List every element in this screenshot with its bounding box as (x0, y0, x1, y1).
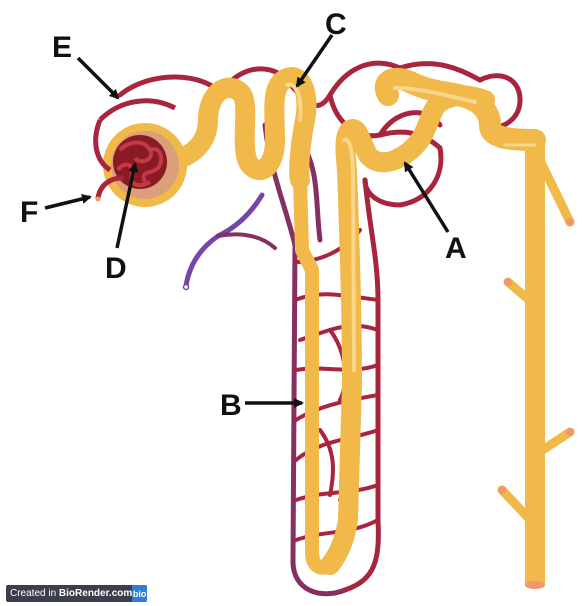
label-arrows (44, 34, 450, 408)
label-E: E (52, 31, 72, 64)
label-A: A (445, 232, 467, 265)
arrow-A (403, 161, 450, 233)
collecting-duct (497, 140, 575, 589)
arrow-F (44, 194, 92, 210)
biorender-badge[interactable]: Created in BioRender.com bio (6, 585, 147, 602)
badge-text: Created in BioRender.com (10, 588, 133, 599)
label-B: B (220, 389, 242, 422)
label-C: C (325, 8, 347, 41)
renal-corpuscle (93, 98, 187, 207)
arrow-C (295, 34, 334, 88)
label-D: D (105, 252, 127, 285)
arrow-E (76, 56, 120, 100)
label-F: F (20, 196, 38, 229)
nephron-tubule (165, 67, 546, 575)
biorender-logo-icon: bio (132, 585, 147, 602)
arrow-D (115, 162, 139, 249)
